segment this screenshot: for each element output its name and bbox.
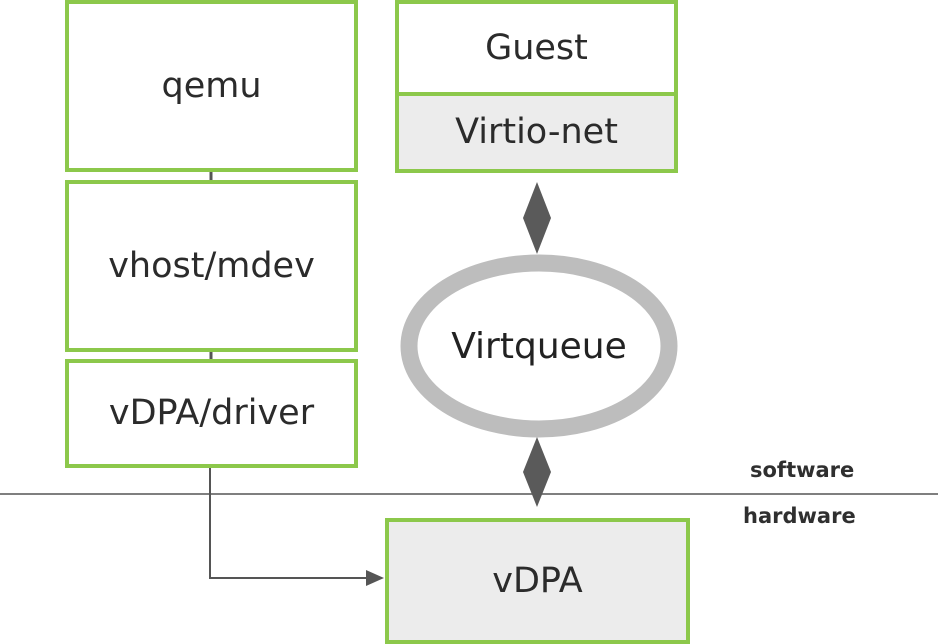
guest-label: Guest — [485, 27, 588, 68]
vhost-mdev-label: vhost/mdev — [108, 245, 315, 286]
vdpa-hardware-label: vDPA — [492, 560, 583, 601]
vhost-mdev-box: vhost/mdev — [65, 180, 358, 352]
qemu-box: qemu — [65, 0, 358, 172]
driver-to-vdpa-arrow — [209, 467, 368, 579]
arrowhead-icon — [366, 570, 384, 586]
guest-box: Guest — [395, 0, 678, 96]
qemu-label: qemu — [161, 65, 262, 106]
virtio-net-label: Virtio-net — [455, 112, 618, 152]
virtqueue-ring — [400, 254, 678, 438]
vdpa-driver-label: vDPA/driver — [108, 393, 315, 433]
vdpa-driver-box: vDPA/driver — [65, 359, 358, 468]
virtio-net-box: Virtio-net — [395, 92, 678, 173]
virtqueue-label: Virtqueue — [451, 325, 627, 367]
top-diamond-icon — [523, 182, 551, 254]
bottom-diamond-icon — [523, 437, 551, 507]
software-layer-label: software — [750, 458, 855, 482]
vdpa-hardware-box: vDPA — [385, 518, 690, 644]
hardware-layer-label: hardware — [743, 504, 856, 528]
